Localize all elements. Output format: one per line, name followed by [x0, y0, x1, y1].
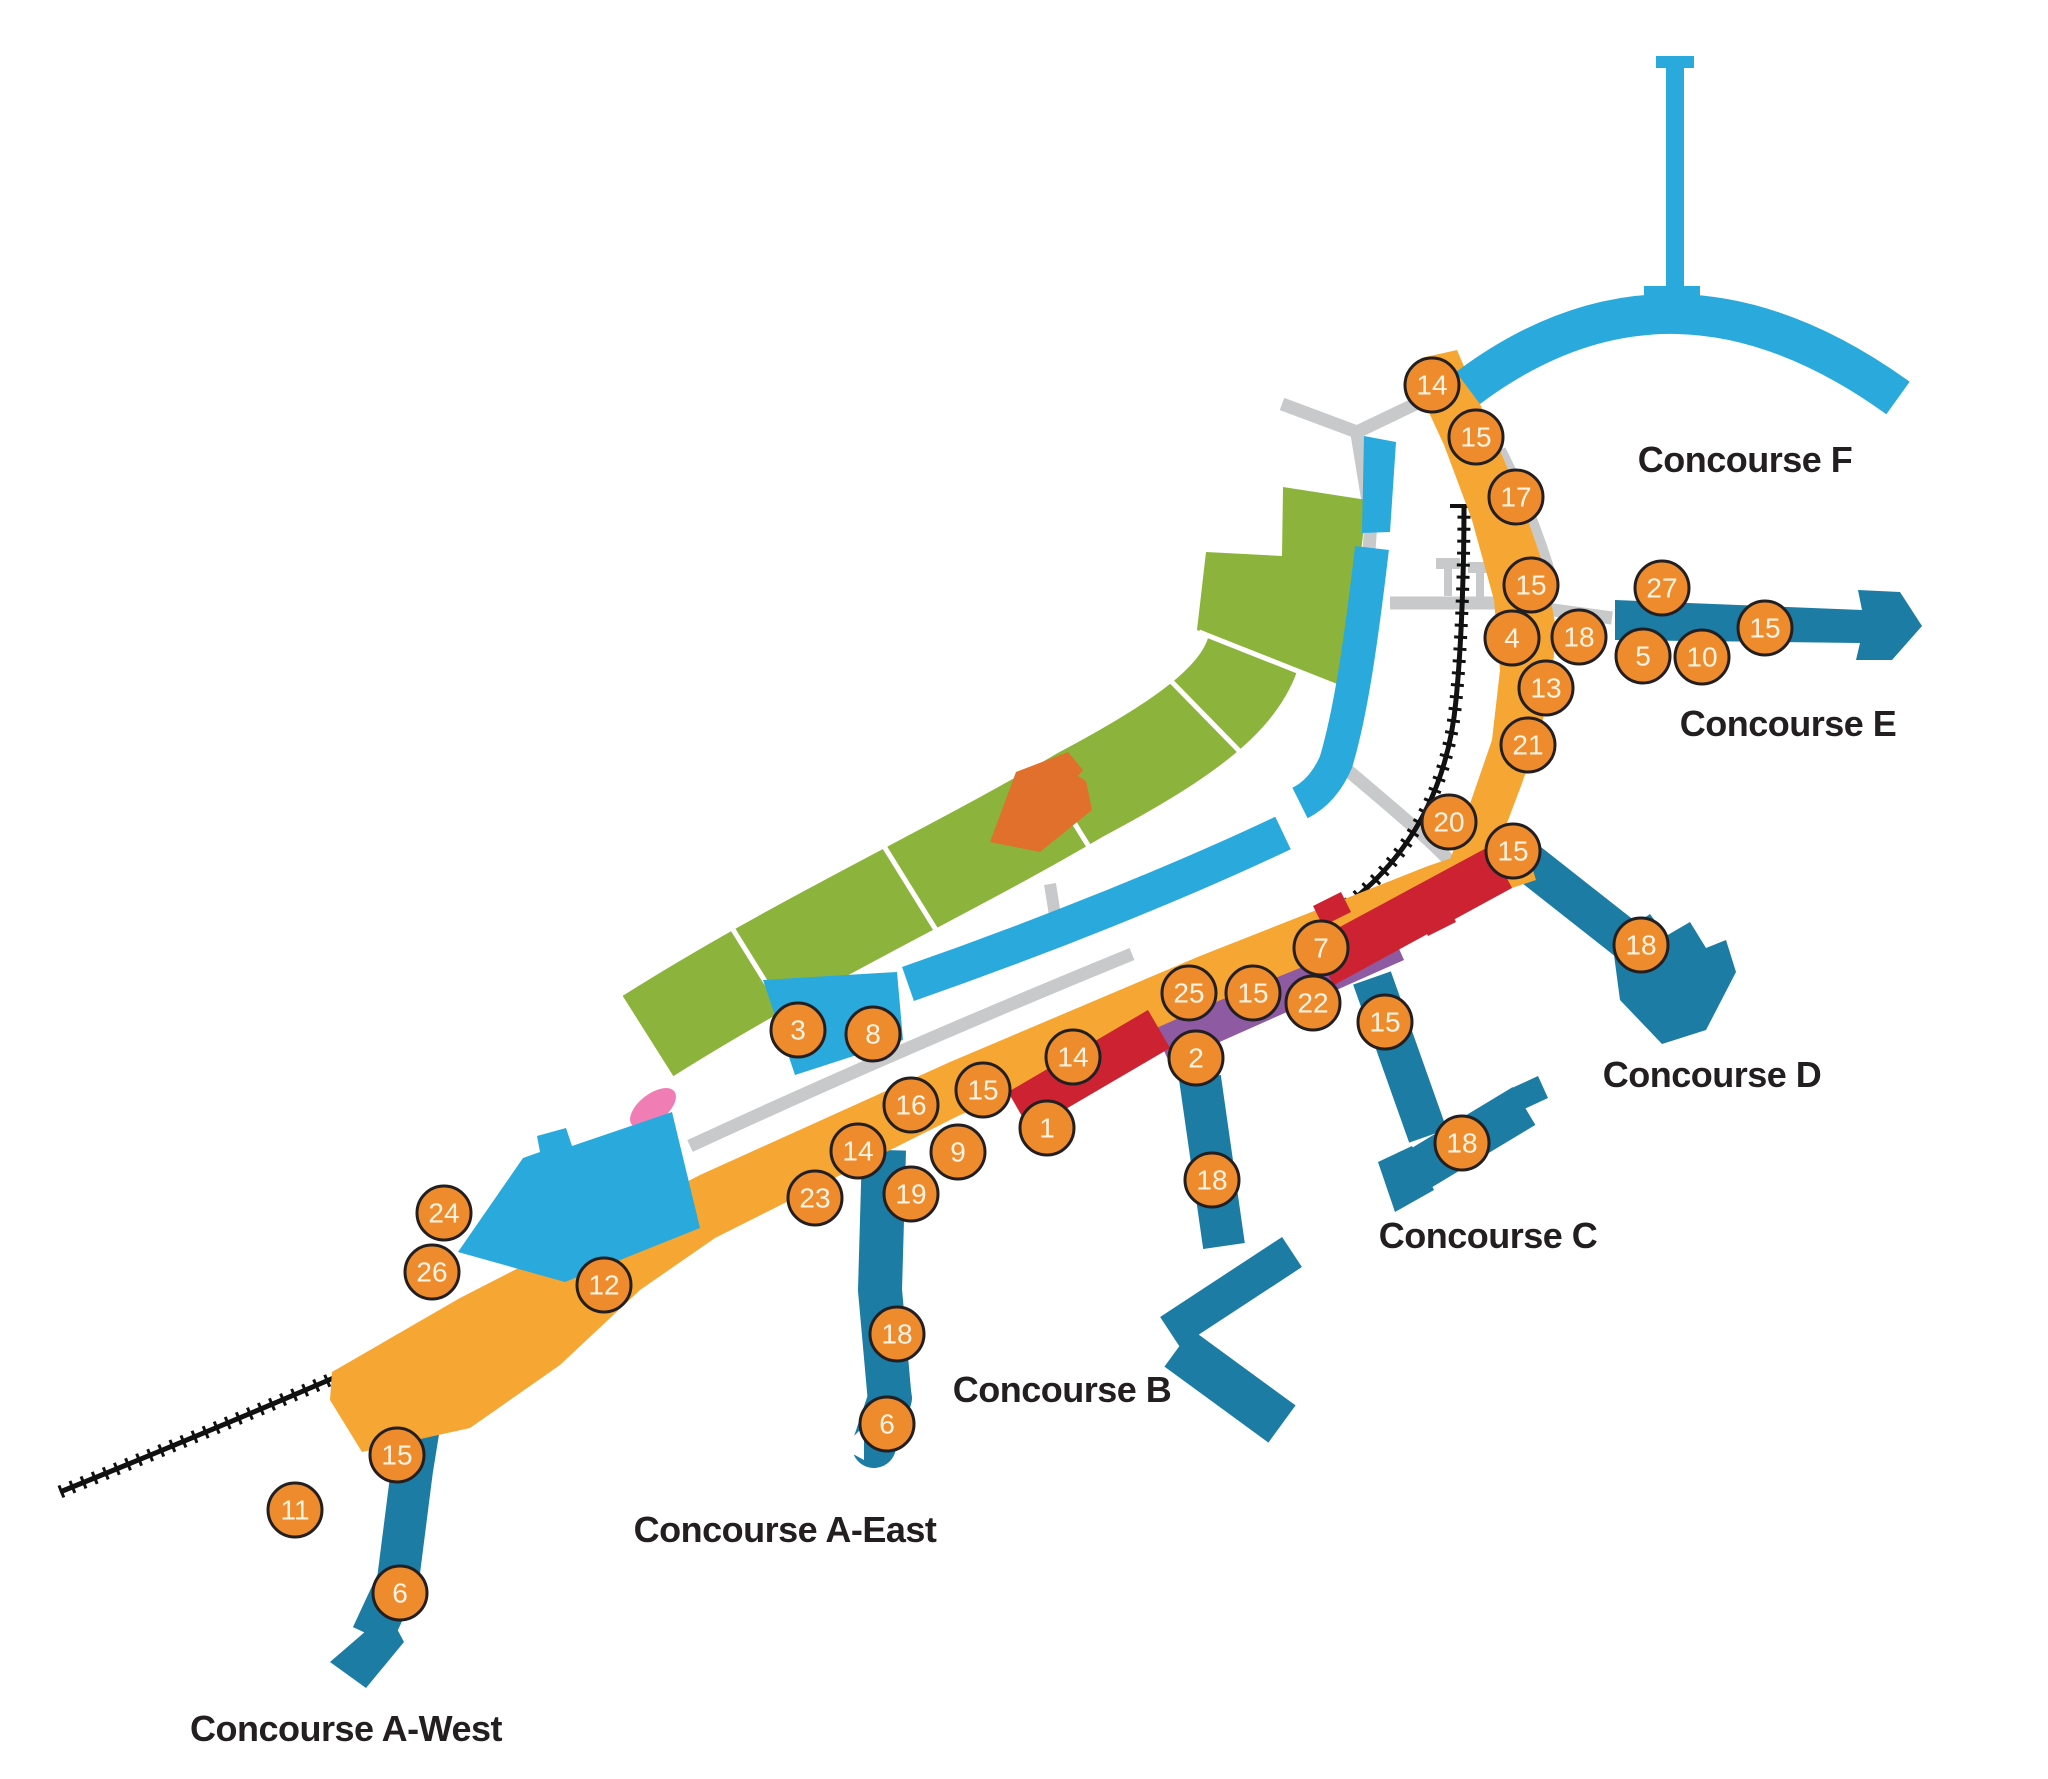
road-to-concourse-f: [1279, 392, 1431, 440]
red-building-east-tab-1: [1313, 892, 1351, 926]
poi-marker-22[interactable]: 22: [1284, 974, 1342, 1032]
poi-marker-15[interactable]: 15: [1484, 822, 1542, 880]
poi-marker-12[interactable]: 12: [575, 1256, 633, 1314]
transit-station-post-1: [1444, 568, 1452, 596]
concourse-b-bar-lower: [1164, 1329, 1296, 1443]
poi-marker-8[interactable]: 8: [844, 1005, 902, 1063]
parking-seam-2: [1166, 676, 1256, 768]
parking-seam-1: [1198, 629, 1344, 692]
concourse-a-west-foot: [330, 1612, 404, 1688]
poi-marker-18[interactable]: 18: [1550, 608, 1608, 666]
poi-marker-19[interactable]: 19: [882, 1165, 940, 1223]
transit-station-post-2: [1476, 572, 1484, 600]
red-building-east: [1310, 846, 1512, 985]
transit-station-bar-1: [1436, 558, 1460, 569]
poi-marker-13[interactable]: 13: [1517, 659, 1575, 717]
poi-marker-23[interactable]: 23: [786, 1169, 844, 1227]
concourse-label: Concourse B: [952, 1369, 1172, 1410]
poi-marker-16[interactable]: 16: [882, 1076, 940, 1134]
concourse-f-hub: [1644, 286, 1700, 320]
poi-marker-15[interactable]: 15: [368, 1426, 426, 1484]
poi-marker-18[interactable]: 18: [1612, 916, 1670, 974]
poi-marker-21[interactable]: 21: [1499, 716, 1557, 774]
poi-marker-6[interactable]: 6: [858, 1395, 916, 1453]
concourse-label: Concourse D: [1602, 1054, 1822, 1095]
poi-marker-9[interactable]: 9: [929, 1123, 987, 1181]
poi-marker-1[interactable]: 1: [1018, 1099, 1076, 1157]
poi-marker-2[interactable]: 2: [1167, 1029, 1225, 1087]
poi-marker-26[interactable]: 26: [403, 1243, 461, 1301]
concourse-label: Concourse E: [1679, 703, 1897, 744]
concourse-f-stem-cap: [1656, 56, 1694, 68]
terminal-sliver-north: [1362, 436, 1396, 533]
poi-marker-18[interactable]: 18: [1183, 1151, 1241, 1209]
terminal-band-northeast: [1291, 546, 1389, 819]
poi-marker-15[interactable]: 15: [1502, 556, 1560, 614]
concourse-c-foot: [1378, 1146, 1434, 1212]
poi-marker-18[interactable]: 18: [1433, 1114, 1491, 1172]
poi-marker-20[interactable]: 20: [1420, 793, 1478, 851]
poi-marker-15[interactable]: 15: [1447, 408, 1505, 466]
pink-pad: [630, 1088, 676, 1128]
concourse-a-east-notch: [842, 1426, 864, 1460]
poi-marker-25[interactable]: 25: [1160, 964, 1218, 1022]
concourse-f-structure: [1456, 56, 1910, 415]
terminal-band-central: [902, 816, 1291, 1001]
poi-marker-14[interactable]: 14: [1403, 356, 1461, 414]
poi-marker-24[interactable]: 24: [415, 1184, 473, 1242]
concourse-label: Concourse A-West: [189, 1708, 503, 1749]
concourse-label: Concourse C: [1378, 1215, 1598, 1256]
poi-marker-11[interactable]: 11: [266, 1481, 324, 1539]
poi-marker-10[interactable]: 10: [1673, 628, 1731, 686]
concourse-f-stem: [1666, 66, 1684, 296]
poi-marker-17[interactable]: 17: [1487, 468, 1545, 526]
poi-marker-15[interactable]: 15: [954, 1061, 1012, 1119]
road-central: [687, 947, 1135, 1152]
poi-marker-3[interactable]: 3: [769, 1001, 827, 1059]
poi-marker-14[interactable]: 14: [829, 1122, 887, 1180]
poi-marker-15[interactable]: 15: [1356, 993, 1414, 1051]
red-building-east-tab-2: [1420, 906, 1456, 936]
poi-marker-15[interactable]: 15: [1736, 599, 1794, 657]
orange-building: [990, 752, 1092, 852]
parking-seam-4: [866, 820, 944, 940]
poi-marker-15[interactable]: 15: [1224, 964, 1282, 1022]
concourse-c-pier-tab: [1512, 1076, 1548, 1110]
poi-marker-14[interactable]: 14: [1044, 1028, 1102, 1086]
poi-marker-7[interactable]: 7: [1292, 919, 1350, 977]
parking-block-north: [1197, 487, 1367, 692]
poi-marker-5[interactable]: 5: [1614, 627, 1672, 685]
poi-marker-27[interactable]: 27: [1633, 559, 1691, 617]
concourse-label: Concourse F: [1637, 439, 1853, 480]
poi-marker-4[interactable]: 4: [1483, 609, 1541, 667]
concourse-b-bar-upper: [1160, 1236, 1302, 1348]
transit-station-bar-2: [1468, 562, 1492, 573]
poi-marker-18[interactable]: 18: [868, 1305, 926, 1363]
terminal-building-west: [458, 1112, 700, 1282]
poi-marker-6[interactable]: 6: [371, 1564, 429, 1622]
concourse-label: Concourse A-East: [633, 1509, 937, 1550]
